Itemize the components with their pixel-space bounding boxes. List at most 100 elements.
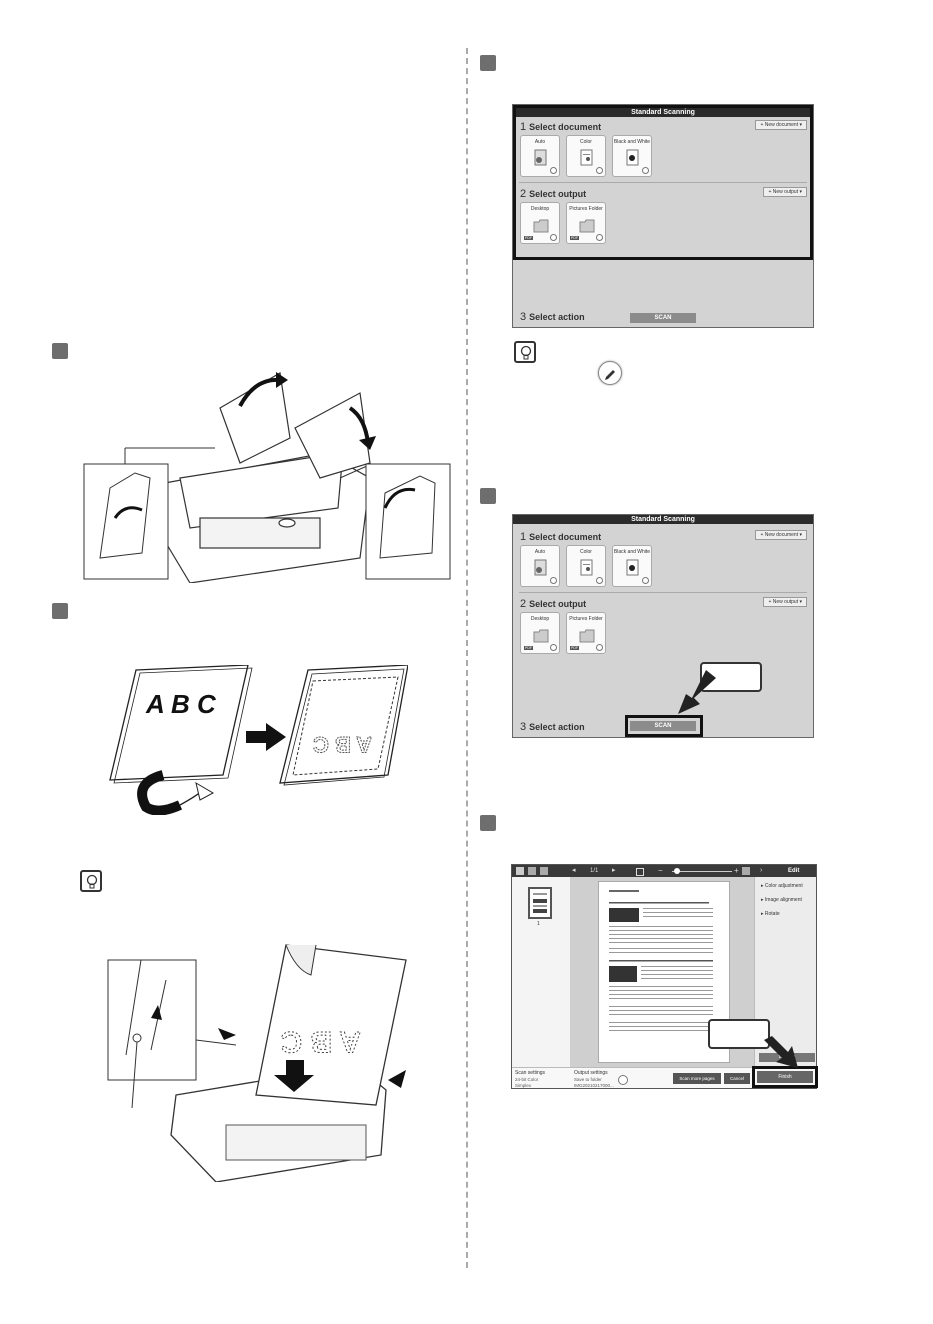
bw-document-icon: [626, 149, 639, 166]
scan-button[interactable]: SCAN: [630, 313, 696, 323]
output-settings-filename: IMG20210217000...: [574, 1083, 614, 1088]
edit-pen-icon[interactable]: [596, 577, 603, 584]
grid-view-icon[interactable]: [516, 867, 524, 875]
load-document-illustration: A B C: [107, 944, 407, 1182]
viewer-toolbar: ◂ 1/1 ▸ − + › Edit: [512, 865, 816, 877]
folder-icon: [579, 629, 595, 643]
scan-button[interactable]: SCAN: [630, 721, 696, 731]
column-divider: [466, 48, 468, 1268]
edit-item-color-adjustment[interactable]: ▸ Color adjustment: [761, 883, 803, 889]
edit-pen-icon[interactable]: [550, 234, 557, 241]
window-title: Standard Scanning: [513, 515, 813, 524]
thumbnail-number: 1: [537, 921, 540, 927]
step-marker: [52, 343, 68, 359]
new-document-button[interactable]: + New document ▾: [755, 120, 807, 130]
scan-settings-label: Scan settings: [515, 1070, 546, 1076]
edit-pen-icon[interactable]: [596, 644, 603, 651]
edit-pen-icon[interactable]: [550, 577, 557, 584]
preview-page: [598, 881, 730, 1063]
folder-icon: [579, 219, 595, 233]
thumbnail-grid-icon[interactable]: [742, 867, 750, 875]
step-marker: [480, 488, 496, 504]
edit-pen-icon[interactable]: [550, 644, 557, 651]
output-tile-desktop[interactable]: Desktop PDF: [520, 202, 560, 244]
pointer-arrow: [678, 670, 716, 714]
edit-pen-icon[interactable]: [642, 167, 649, 174]
step-marker: [480, 815, 496, 831]
edit-title: Edit: [788, 868, 800, 874]
zoom-in-icon[interactable]: +: [734, 866, 739, 875]
output-tile-pictures-folder[interactable]: Pictures Folder PDF: [566, 612, 606, 654]
finish-highlight: [752, 1066, 818, 1088]
page-thumbnail[interactable]: [528, 887, 552, 919]
page-counter: 1/1: [590, 868, 599, 874]
bw-document-icon: [626, 559, 639, 576]
click-callout: [708, 1019, 770, 1049]
scanner-open-trays-illustration: [83, 372, 451, 583]
document-tile-black-and-white[interactable]: Black and White: [612, 135, 652, 177]
new-document-button[interactable]: + New document ▾: [755, 530, 807, 540]
edit-pen-icon[interactable]: [550, 167, 557, 174]
scan-more-pages-button[interactable]: Scan more pages: [673, 1073, 721, 1084]
abc-inverted-text: A B C: [313, 732, 372, 757]
folder-icon: [533, 219, 549, 233]
scan-settings-side: Simplex: [515, 1083, 532, 1088]
abc-text: A B C: [145, 689, 217, 719]
list-view-icon[interactable]: [528, 867, 536, 875]
zoom-slider[interactable]: [672, 871, 732, 872]
scan-settings-color: 24-bit Color: [515, 1077, 539, 1082]
document-tile-black-and-white[interactable]: Black and White: [612, 545, 652, 587]
document-tile-color[interactable]: Color: [566, 135, 606, 177]
folder-icon: [533, 629, 549, 643]
scanned-page-content: [609, 890, 713, 1031]
output-tile-desktop[interactable]: Desktop PDF: [520, 612, 560, 654]
highlight-frame: [513, 105, 813, 260]
color-document-icon: [580, 559, 593, 576]
edit-pen-icon[interactable]: [596, 234, 603, 241]
tip-icon: [80, 870, 102, 892]
edit-pen-icon[interactable]: [642, 577, 649, 584]
step-marker: [52, 603, 68, 619]
viewer-footer: Scan settings 24-bit Color Simplex Outpu…: [512, 1067, 816, 1088]
output-settings-destination: Save to folder: [574, 1077, 602, 1082]
next-page-icon[interactable]: ▸: [612, 867, 616, 874]
output-tile-pictures-folder[interactable]: Pictures Folder PDF: [566, 202, 606, 244]
thumbnail-panel: 1: [512, 877, 571, 1067]
output-settings-label: Output settings: [574, 1070, 608, 1076]
step-marker: [480, 55, 496, 71]
cancel-button[interactable]: Cancel: [724, 1073, 750, 1084]
document-tile-auto[interactable]: Auto: [520, 545, 560, 587]
edit-pen-icon: [598, 361, 622, 385]
document-tile-color[interactable]: Color: [566, 545, 606, 587]
color-document-icon: [580, 149, 593, 166]
expand-panel-icon[interactable]: ›: [760, 867, 763, 874]
window-title: Standard Scanning: [516, 108, 810, 117]
document-orientation-illustration: A B C A B C: [109, 665, 408, 815]
fit-page-icon[interactable]: [636, 868, 644, 876]
edit-item-image-alignment[interactable]: ▸ Image alignment: [761, 897, 802, 903]
pointer-arrow: [764, 1036, 798, 1068]
new-output-button[interactable]: + New output ▾: [763, 597, 807, 607]
prev-page-icon[interactable]: ◂: [572, 867, 576, 874]
auto-document-icon: [534, 149, 547, 166]
scan-highlight: [625, 715, 703, 737]
new-output-button[interactable]: + New output ▾: [763, 187, 807, 197]
edit-output-pen-icon[interactable]: [618, 1075, 628, 1085]
edit-pen-icon[interactable]: [596, 167, 603, 174]
finish-button[interactable]: Finish: [757, 1071, 813, 1083]
zoom-slider-handle[interactable]: [674, 868, 680, 874]
zoom-out-icon[interactable]: −: [658, 866, 663, 875]
edit-item-rotate[interactable]: ▸ Rotate: [761, 911, 780, 917]
document-tile-auto[interactable]: Auto: [520, 135, 560, 177]
auto-document-icon: [534, 559, 547, 576]
abc-inverted-loaded-text: A B C: [280, 1025, 361, 1058]
detail-view-icon[interactable]: [540, 867, 548, 875]
tip-icon: [514, 341, 536, 363]
